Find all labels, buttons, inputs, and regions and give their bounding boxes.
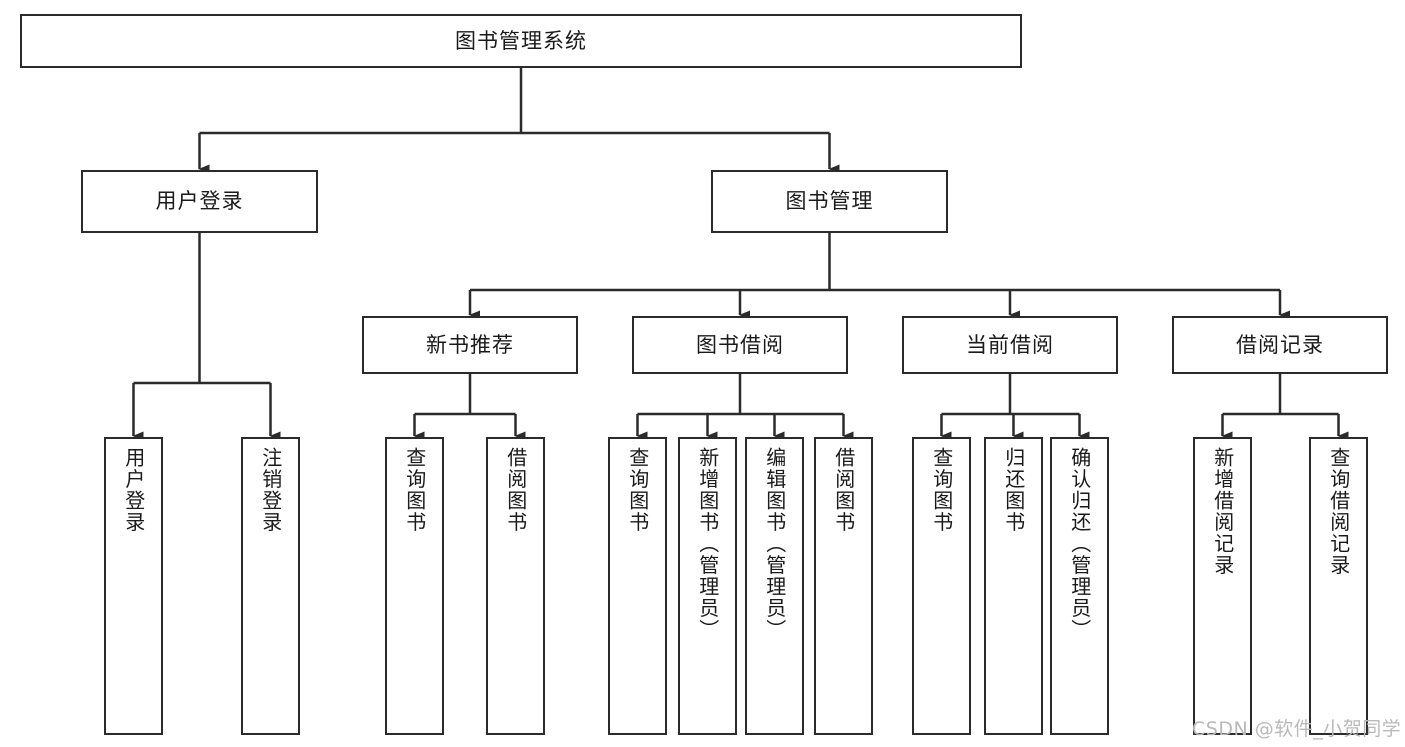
node-leaf-return-book[interactable]: 归还图书 bbox=[984, 437, 1043, 735]
node-leaf-query-borrow-record[interactable]: 查询借阅记录 bbox=[1309, 437, 1368, 735]
node-leaf-query-book-2[interactable]: 查询图书 bbox=[608, 437, 667, 735]
node-label: 图书管理 bbox=[785, 189, 874, 213]
node-leaf-query-book-3[interactable]: 查询图书 bbox=[912, 437, 971, 735]
node-leaf-add-borrow-record[interactable]: 新增借阅记录 bbox=[1193, 437, 1252, 735]
node-leaf-edit-book-admin[interactable]: 编辑图书（管理员） bbox=[745, 437, 804, 735]
node-book-borrow[interactable]: 图书借阅 bbox=[632, 316, 848, 374]
node-label: 查询图书 bbox=[929, 447, 954, 533]
node-label: 归还图书 bbox=[1001, 447, 1026, 533]
node-root-title[interactable]: 图书管理系统 bbox=[20, 14, 1022, 68]
node-label: 图书借阅 bbox=[696, 332, 784, 357]
node-label: 查询图书 bbox=[625, 447, 650, 533]
node-label: 用户登录 bbox=[155, 189, 244, 213]
node-leaf-borrow-book-1[interactable]: 借阅图书 bbox=[486, 437, 545, 735]
node-label: 借阅图书 bbox=[831, 447, 856, 533]
node-leaf-add-book-admin[interactable]: 新增图书（管理员） bbox=[678, 437, 737, 735]
node-current-borrow[interactable]: 当前借阅 bbox=[902, 316, 1118, 374]
node-label: 用户登录 bbox=[121, 447, 146, 533]
node-label: 新增图书（管理员） bbox=[695, 447, 720, 641]
node-user-login[interactable]: 用户登录 bbox=[81, 170, 318, 233]
node-label: 新书推荐 bbox=[426, 332, 514, 357]
node-label: 确认归还（管理员） bbox=[1067, 447, 1092, 641]
node-label: 查询借阅记录 bbox=[1326, 447, 1351, 576]
node-leaf-borrow-book-2[interactable]: 借阅图书 bbox=[814, 437, 873, 735]
node-label: 当前借阅 bbox=[966, 332, 1054, 357]
node-label: 新增借阅记录 bbox=[1210, 447, 1235, 576]
node-new-book-recommend[interactable]: 新书推荐 bbox=[362, 316, 578, 374]
node-label: 图书管理系统 bbox=[455, 28, 587, 53]
node-book-manage[interactable]: 图书管理 bbox=[711, 170, 948, 233]
node-leaf-confirm-return-admin[interactable]: 确认归还（管理员） bbox=[1050, 437, 1109, 735]
node-leaf-user-login[interactable]: 用户登录 bbox=[104, 437, 163, 735]
node-label: 借阅记录 bbox=[1236, 332, 1324, 357]
node-leaf-user-logout[interactable]: 注销登录 bbox=[241, 437, 300, 735]
node-label: 借阅图书 bbox=[503, 447, 528, 533]
node-label: 注销登录 bbox=[258, 447, 283, 533]
node-leaf-query-book-1[interactable]: 查询图书 bbox=[385, 437, 444, 735]
node-borrow-record[interactable]: 借阅记录 bbox=[1172, 316, 1388, 374]
node-label: 编辑图书（管理员） bbox=[762, 447, 787, 641]
node-label: 查询图书 bbox=[402, 447, 427, 533]
